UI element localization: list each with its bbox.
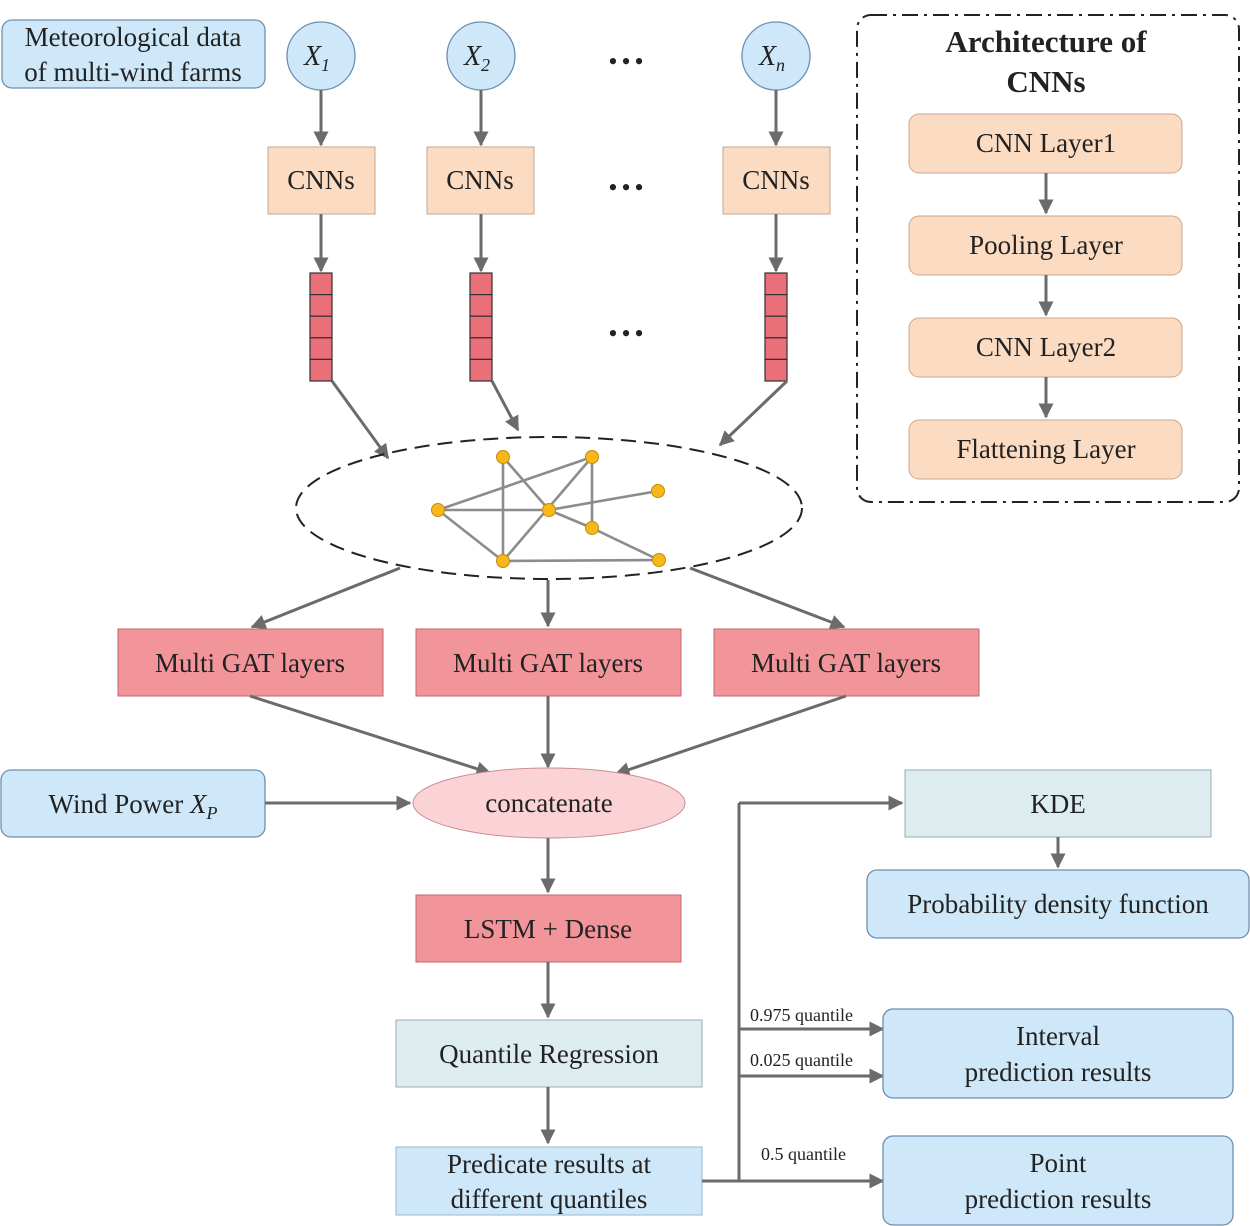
cnn-label-2: CNNs (446, 165, 514, 195)
wind-power-subscript: P (205, 803, 217, 823)
predicate-line1: Predicate results at (447, 1149, 651, 1179)
quantile-label-0025: 0.025 quantile (750, 1050, 853, 1070)
graph-node (585, 450, 599, 464)
quantile-regression-box: Quantile Regression (395, 1019, 703, 1088)
meteorological-data-line1: Meteorological data (25, 22, 242, 52)
arrow-vectorn-to-graph (718, 379, 789, 447)
graph-node (652, 553, 666, 567)
cnn-label-1: CNNs (287, 165, 355, 195)
cnn-box-n: CNNs (722, 146, 831, 215)
arch-layer-flattening: Flattening Layer (908, 419, 1183, 480)
gat-label-2: Multi GAT layers (453, 648, 643, 678)
predicate-results-box: Predicate results at different quantiles (395, 1146, 703, 1216)
architecture-panel: Architecture of CNNs CNN Layer1 Pooling … (856, 14, 1240, 503)
meteorological-data-box: Meteorological data of multi-wind farms (1, 19, 266, 89)
wind-power-label: Wind Power (49, 789, 190, 819)
lstm-dense-box: LSTM + Dense (415, 894, 682, 963)
arch-layer-pooling: Pooling Layer (908, 215, 1183, 276)
concatenate-label: concatenate (485, 788, 612, 818)
cnn-box-1: CNNs (267, 146, 376, 215)
input-x1-base: X (303, 41, 322, 72)
arch-layer-label: Flattening Layer (956, 434, 1135, 464)
feature-vector-n (764, 272, 788, 382)
concatenate-node: concatenate (412, 767, 686, 839)
arrow-gat1-to-concat (249, 694, 492, 777)
pdf-box: Probability density function (866, 869, 1250, 939)
input-x1-sub: 1 (321, 55, 330, 75)
graph-node (585, 521, 599, 535)
pdf-label: Probability density function (907, 889, 1209, 919)
ellipsis-cnns: ••• (608, 173, 647, 202)
architecture-panel-border (856, 14, 1240, 503)
gat-box-2: Multi GAT layers (415, 628, 682, 697)
architecture-title-line1: Architecture of (945, 24, 1147, 59)
svg-text:Wind Power XP: Wind Power XP (49, 789, 218, 823)
graph-node (431, 503, 445, 517)
graph-boundary-ellipse (295, 436, 803, 580)
cnn-box-2: CNNs (426, 146, 535, 215)
feature-vector-2 (469, 272, 493, 382)
gat-box-1: Multi GAT layers (117, 628, 384, 697)
svg-text:Xn: Xn (758, 41, 785, 75)
interval-results-box: Interval prediction results (882, 1008, 1234, 1099)
arrow-graph-to-gat1 (250, 566, 401, 629)
lstm-dense-label: LSTM + Dense (464, 914, 632, 944)
gat-label-1: Multi GAT layers (155, 648, 345, 678)
wind-power-symbol: X (189, 789, 208, 819)
arrow-graph-to-gat3 (689, 566, 846, 630)
point-line2: prediction results (965, 1184, 1152, 1214)
feature-vector-1 (309, 272, 333, 382)
arch-layer-label: Pooling Layer (969, 230, 1123, 260)
point-results-box: Point prediction results (882, 1135, 1234, 1226)
svg-text:X1: X1 (303, 41, 330, 75)
point-line1: Point (1029, 1148, 1087, 1178)
quantile-regression-label: Quantile Regression (439, 1039, 659, 1069)
interval-line2: prediction results (965, 1057, 1152, 1087)
graph-node (542, 503, 556, 517)
graph-node (496, 450, 510, 464)
arrow-gat3-to-concat (614, 694, 847, 777)
input-x2-sub: 2 (481, 55, 490, 75)
kde-label: KDE (1030, 789, 1086, 819)
input-xn-base: X (758, 41, 777, 72)
input-node-xn: Xn (741, 21, 811, 91)
ellipsis-vectors: ••• (608, 319, 647, 348)
arch-layer-cnn1: CNN Layer1 (908, 113, 1183, 174)
predicate-line2: different quantiles (451, 1184, 648, 1214)
svg-text:X2: X2 (463, 41, 490, 75)
quantile-label-0975: 0.975 quantile (750, 1005, 853, 1025)
architecture-title-line2: CNNs (1006, 64, 1085, 99)
cnn-label-n: CNNs (742, 165, 810, 195)
meteorological-data-line2: of multi-wind farms (24, 57, 241, 87)
kde-box: KDE (904, 769, 1212, 838)
graph-structure (295, 436, 803, 580)
arch-layer-label: CNN Layer1 (976, 128, 1116, 158)
ellipsis-inputs: ••• (608, 47, 647, 76)
input-xn-sub: n (776, 55, 785, 75)
wind-power-box: Wind Power XP (0, 769, 266, 838)
graph-node (496, 554, 510, 568)
arrow-vector2-to-graph (490, 380, 520, 432)
input-x2-base: X (463, 41, 482, 72)
interval-line1: Interval (1016, 1021, 1100, 1051)
graph-node (651, 484, 665, 498)
arch-layer-cnn2: CNN Layer2 (908, 317, 1183, 378)
arrow-vector1-to-graph (330, 380, 390, 460)
input-node-x1: X1 (286, 21, 356, 91)
arch-layer-label: CNN Layer2 (976, 332, 1116, 362)
input-node-x2: X2 (446, 21, 516, 91)
quantile-label-05: 0.5 quantile (761, 1144, 846, 1164)
gat-label-3: Multi GAT layers (751, 648, 941, 678)
gat-box-3: Multi GAT layers (713, 628, 980, 697)
